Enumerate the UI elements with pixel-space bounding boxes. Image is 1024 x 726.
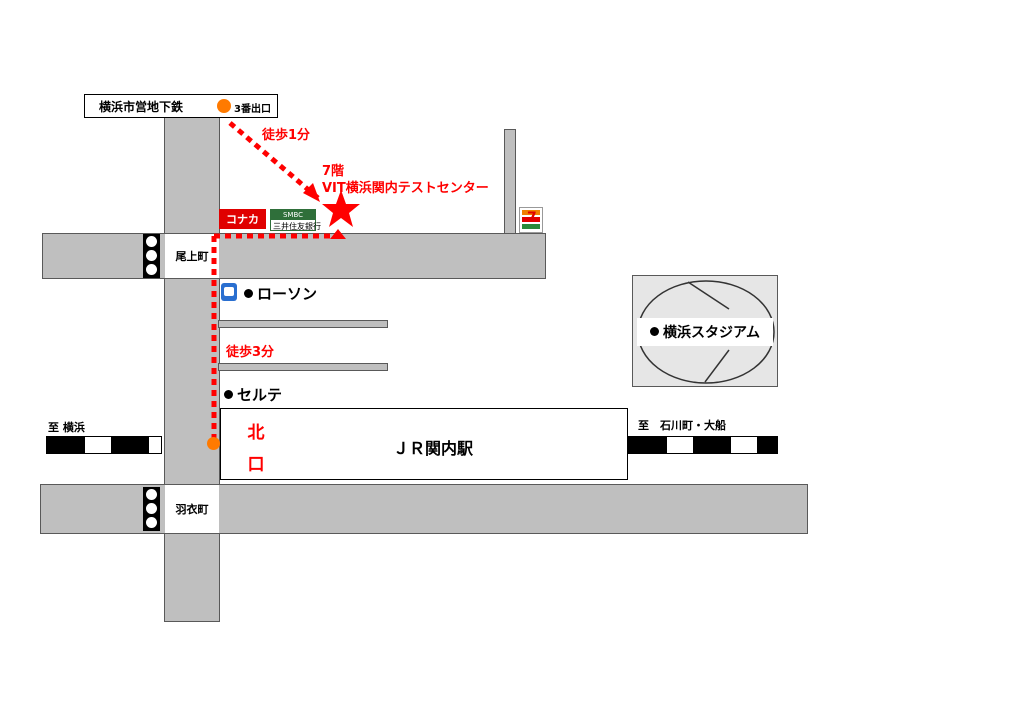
direction-yokohama: 至 横浜: [48, 421, 85, 434]
route-subway-to-destination: [228, 121, 320, 200]
hagoromo-text: 羽衣町: [175, 503, 209, 516]
station-name: ＪＲ関内駅: [393, 439, 474, 458]
railway-right: [628, 436, 778, 454]
railway-left: [46, 436, 162, 454]
intersection-hagoromo-label: 羽衣町: [165, 485, 219, 533]
side-street-1: [218, 320, 388, 328]
station-exit-label: 北 口: [247, 423, 265, 475]
destination-floor: 7階: [322, 164, 345, 179]
destination-star-icon: [322, 190, 360, 227]
jr-station-building: 北 口 ＪＲ関内駅: [220, 408, 628, 480]
route-arrowhead: [303, 183, 320, 202]
serte-label: セルテ: [224, 384, 282, 405]
lawson-dot-icon: [244, 289, 253, 298]
smbc-logo-text: SMBC: [282, 211, 304, 219]
stadium-label: 横浜スタジアム: [637, 318, 773, 346]
smbc-logo-bar: SMBC: [271, 210, 315, 220]
direction-ishikawacho-ofuna: 至 石川町・大船: [638, 419, 726, 432]
road-vertical-main: [164, 116, 220, 622]
traffic-signal-icon: [143, 234, 160, 278]
smbc-name: 三井住友銀行: [273, 222, 321, 231]
konaka-sign: コナカ: [219, 209, 266, 229]
traffic-signal-icon: [143, 487, 160, 531]
subway-line-label: 横浜市営地下鉄: [99, 100, 184, 114]
lawson-label: ローソン: [244, 283, 317, 304]
road-upper-horizontal: [42, 233, 546, 279]
subway-label-box: 横浜市営地下鉄 3番出口: [84, 94, 278, 118]
station-exit-marker-icon: [207, 437, 220, 450]
route-end-arrowhead: [330, 229, 346, 239]
side-street-2: [218, 363, 388, 371]
stadium-dot-icon: [649, 326, 659, 336]
destination-name: VIT横浜関内テストセンター: [322, 181, 489, 196]
intersection-onoe-label: 尾上町: [165, 234, 219, 278]
narrow-road-right: [504, 129, 516, 234]
lawson-icon: [221, 283, 237, 301]
konaka-text: コナカ: [226, 213, 259, 226]
walk-3min-label: 徒歩3分: [226, 345, 275, 360]
seven-eleven-icon: 7: [519, 207, 543, 233]
stadium-area: 横浜スタジアム: [632, 275, 778, 387]
subway-exit-marker-icon: [217, 99, 231, 113]
subway-exit-label: 3番出口: [234, 104, 271, 115]
walk-1min-label: 徒歩1分: [262, 128, 311, 143]
smbc-sign: SMBC 三井住友銀行: [270, 209, 321, 231]
onoe-text: 尾上町: [175, 250, 209, 263]
serte-dot-icon: [224, 390, 233, 399]
